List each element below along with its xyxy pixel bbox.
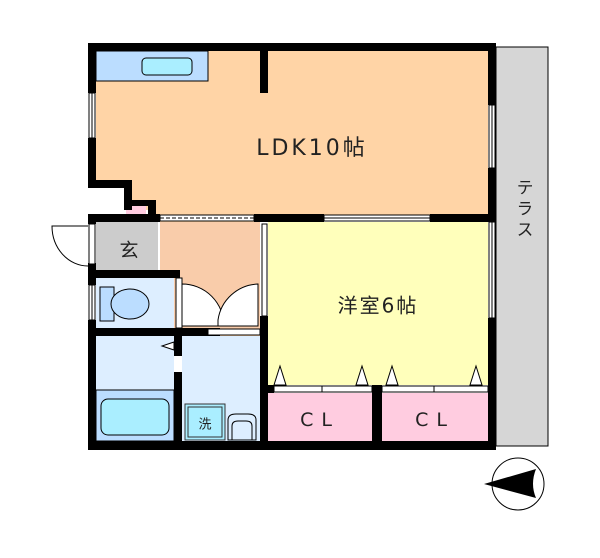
compass-icon — [484, 457, 545, 511]
room-label-western: 洋室6帖 — [337, 293, 419, 318]
entrance-floor — [96, 222, 158, 270]
entrance-door-swing — [51, 225, 89, 267]
hall-door-swing-right — [217, 283, 259, 327]
room-label-ldk: LDK10帖 — [256, 136, 368, 161]
closet-left-floor — [268, 393, 374, 441]
wash-basin-icon — [227, 413, 257, 441]
western-room-floor — [268, 222, 488, 385]
terrace-area — [495, 46, 549, 447]
room-label-terrace: テラス — [512, 178, 533, 242]
closet-right-floor — [382, 393, 488, 441]
bath-door-marker — [160, 341, 175, 351]
toilet-bowl-icon — [110, 288, 150, 320]
room-label-entrance: 玄 — [119, 239, 139, 262]
shoe-box — [126, 205, 146, 215]
windows — [88, 92, 496, 393]
room-label-closet-right: CL — [415, 409, 455, 431]
washing-machine-label: 洗 — [198, 417, 212, 433]
room-label-closet-left: CL — [300, 409, 340, 431]
walls — [88, 43, 496, 450]
kitchen-sink-icon — [141, 57, 193, 76]
bathtub-icon — [100, 398, 170, 436]
washing-machine-icon — [184, 403, 226, 441]
closet-door-markers — [273, 364, 483, 386]
